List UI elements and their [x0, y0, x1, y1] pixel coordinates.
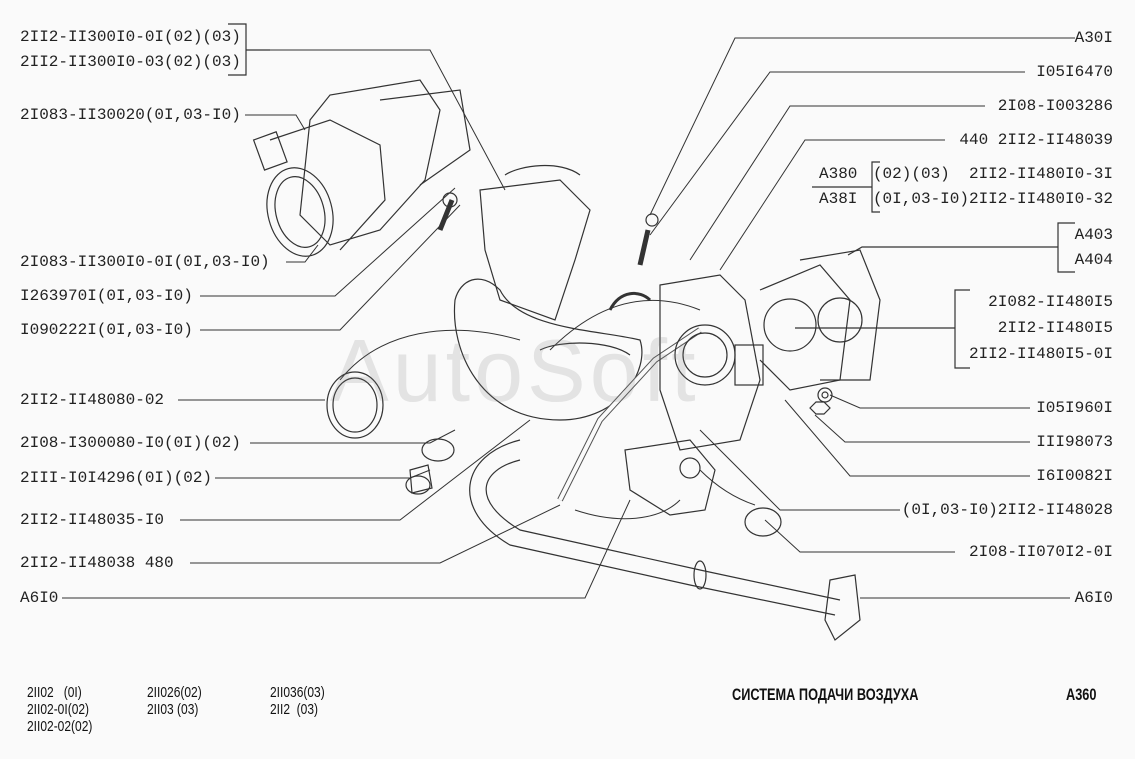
label-part-12639701: I263970I(0I,03-I0) — [20, 287, 193, 305]
label-part-21082-1148015: 2I082-II480I5 — [988, 293, 1113, 311]
label-part-21083-1130020: 2I083-II30020(0I,03-I0) — [20, 106, 241, 124]
label-part-2112-1130010-01: 2II2-II300I0-0I(02)(03) — [20, 28, 241, 46]
label-part-10902221: I090222I(0I,03-I0) — [20, 321, 193, 339]
model-1-1: 2II02 (0I) — [27, 684, 82, 701]
label-part-21083-1130010: 2I083-II300I0-0I(0I,03-I0) — [20, 253, 270, 271]
leader-lines — [62, 37, 1075, 599]
label-a403: A403 — [1074, 226, 1113, 244]
label-part-2112-1148035: 2II2-II48035-I0 — [20, 511, 165, 529]
hose-clamp — [326, 371, 384, 439]
label-part-16100821: I6I0082I — [1036, 467, 1113, 485]
label-part-2111-1014296: 2III-I0I4296(0I)(02) — [20, 469, 213, 487]
washers-and-nuts — [437, 192, 833, 415]
outlet-pipe — [469, 439, 861, 641]
model-3-1: 2II02-02(02) — [27, 718, 93, 735]
label-a381: A38I — [819, 190, 858, 208]
mass-air-flow-sensor — [252, 119, 386, 257]
label-a404: A404 — [1074, 251, 1113, 269]
label-part-2112-1148039: 440 2II2-II48039 — [959, 131, 1113, 149]
model-2-3: 2II2 (03) — [270, 701, 319, 718]
diagram-code: A360 — [1066, 685, 1097, 704]
label-a301: A30I — [1074, 29, 1113, 47]
label-part-10519601: I05I960I — [1036, 399, 1113, 417]
watermark: AutoSoft — [330, 321, 700, 420]
label-a610-left: A6I0 — [20, 589, 59, 607]
model-2-1: 2II02-0I(02) — [27, 701, 90, 718]
label-a380: A380 — [819, 165, 858, 183]
label-a610-right: A6I0 — [1074, 589, 1113, 607]
label-brackets — [228, 23, 1075, 369]
label-part-10516470: I05I6470 — [1036, 63, 1113, 81]
model-2-2: 2II03 (03) — [147, 701, 199, 718]
label-part-2112-1148015-01: 2II2-II480I5-0I — [968, 345, 1113, 363]
label-part-2108-1300080: 2I08-I300080-I0(0I)(02) — [20, 434, 241, 452]
label-part-2112-1148038: 2II2-II48038 480 — [20, 554, 174, 572]
label-part-2108-1003286: 2I08-I003286 — [997, 97, 1113, 115]
flow-arrows — [339, 299, 756, 520]
diagram-title: СИСТЕМА ПОДАЧИ ВОЗДУХА — [732, 685, 919, 704]
model-1-3: 2II036(03) — [270, 684, 325, 701]
throttle-body — [659, 249, 881, 451]
small-hoses-and-caps — [405, 291, 782, 537]
coolant-fitting — [624, 439, 716, 516]
label-part-2108-1107012-01: 2I08-II070I2-0I — [968, 543, 1113, 561]
label-part-2112-1148010-31: (02)(03) 2II2-II480I0-3I — [872, 165, 1113, 183]
air-filter-housing — [299, 79, 471, 246]
label-part-11198073: III98073 — [1036, 433, 1113, 451]
label-part-2112-1148028: (0I,03-I0)2II2-II48028 — [901, 501, 1113, 519]
label-part-2112-1148015: 2II2-II480I5 — [997, 319, 1113, 337]
label-part-2112-1148080: 2II2-II48080-02 — [20, 391, 165, 409]
label-part-2112-1148010-32: (0I,03-I0)2II2-II480I0-32 — [872, 190, 1113, 208]
model-1-2: 2II026(02) — [147, 684, 202, 701]
label-part-2112-1130010-03: 2II2-II300I0-03(02)(03) — [20, 53, 241, 71]
resonator-and-intake-hose — [453, 165, 643, 421]
